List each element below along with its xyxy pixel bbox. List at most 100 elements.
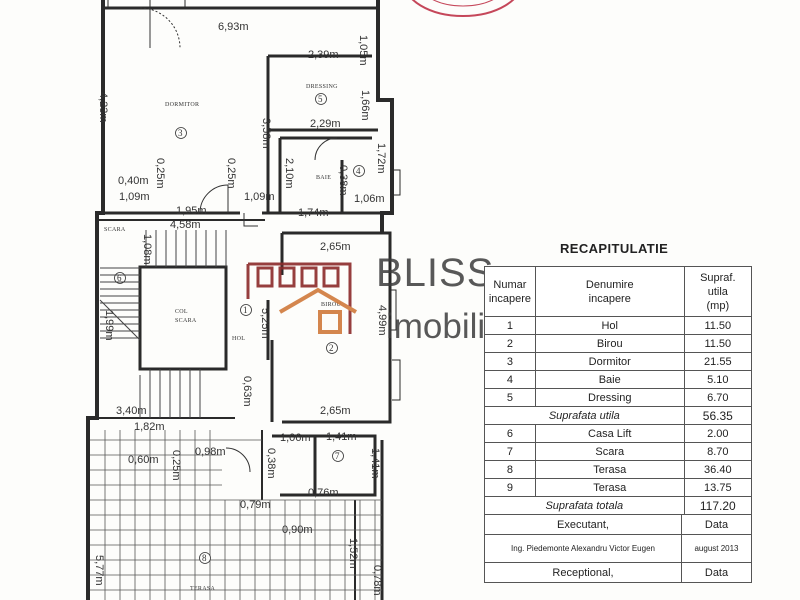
cell-area: 13.75	[683, 478, 753, 497]
useful-area-row: Suprafata utila 56.35	[484, 406, 753, 425]
cell-name: Baie	[534, 370, 685, 389]
dim-label: 0,25m	[170, 450, 182, 481]
dim-label: 1,74m	[298, 207, 329, 219]
room-name-dressing: DRESSING	[306, 84, 338, 90]
dim-label: 6,93m	[218, 21, 249, 33]
dim-label: 0,38m	[265, 448, 277, 479]
dim-label: 1,95m	[176, 205, 207, 217]
room-name-dormitor: DORMITOR	[165, 102, 199, 108]
dim-label: 0,63m	[241, 376, 253, 407]
cell-nr: 2	[484, 334, 536, 353]
cell-area: 2.00	[683, 424, 753, 443]
header-name: Denumire incapere	[534, 266, 685, 317]
room-number-hol: 1	[243, 305, 248, 315]
dimensions: 6,93m 1,05m 2,39m 4,23m 1,66m 2,29m 3,58…	[93, 21, 388, 596]
dim-label: 0,25m	[225, 158, 237, 189]
room-name-scara: SCARA	[104, 227, 126, 233]
bliss-logo-icon	[246, 262, 358, 334]
useful-area-label: Suprafata utila	[484, 406, 685, 425]
dim-label: 3,58m	[260, 118, 272, 149]
dim-label: 5,25m	[259, 308, 271, 339]
dim-label: 1,52m	[347, 538, 359, 569]
room-name-line: COL	[175, 309, 188, 315]
room-name-baie: BAIE	[316, 175, 331, 181]
walls	[86, 0, 401, 600]
official-stamp	[411, 0, 515, 17]
executant-name: Ing. Piedemonte Alexandru Victor Eugen	[484, 534, 682, 563]
room-number-birou: 2	[329, 343, 334, 353]
cell-area: 36.40	[683, 460, 753, 479]
dim-label: 0,79m	[240, 499, 271, 511]
room-number-baie: 4	[356, 166, 361, 176]
cell-area: 21.55	[683, 352, 753, 371]
table-row: 3 Dormitor 21.55	[484, 352, 753, 371]
dim-label: 2,10m	[283, 158, 295, 189]
dim-label: 0,25m	[154, 158, 166, 189]
dim-label: 1,99m	[103, 310, 115, 341]
dim-label: 0,76m	[308, 487, 339, 499]
dim-label: 0,98m	[195, 446, 226, 458]
cell-nr: 1	[484, 316, 536, 335]
dim-label: 0,90m	[282, 524, 313, 536]
cell-area: 11.50	[683, 316, 753, 335]
executant-label: Executant,	[484, 514, 682, 535]
signature-table: Executant, Data Ing. Piedemonte Alexandr…	[484, 514, 752, 583]
terrace-tiles	[90, 430, 382, 600]
header-nr: Numar incapere	[484, 266, 536, 317]
total-area-row: Suprafata totala 117.20	[484, 496, 753, 515]
room-name-hol: HOL	[232, 336, 245, 342]
room-number-circle	[175, 127, 187, 139]
cell-name: Dressing	[534, 388, 685, 407]
recap-table: Numar incapere Denumire incapere Supraf.…	[484, 266, 753, 515]
room-number-circle	[315, 93, 327, 105]
cell-name: Casa Lift	[534, 424, 685, 443]
receptional-data-label: Data	[681, 562, 752, 583]
cell-name: Hol	[534, 316, 685, 335]
dim-label: 1,08m	[141, 234, 153, 265]
dim-label: 4,99m	[376, 305, 388, 336]
recap-title: RECAPITULATIE	[560, 241, 669, 256]
dim-label: 0,78m	[371, 565, 383, 596]
dim-label: 0,60m	[128, 454, 159, 466]
table-row: 4 Baie 5.10	[484, 370, 753, 389]
cell-name: Dormitor	[534, 352, 685, 371]
dim-label: 1,66m	[359, 90, 371, 121]
dim-label: 1,09m	[119, 191, 150, 203]
cell-name: Birou	[534, 334, 685, 353]
dim-label: 5,77m	[93, 555, 105, 586]
cell-nr: 6	[484, 424, 536, 443]
header-area: Supraf. utila (mp)	[683, 266, 753, 317]
dim-label: 1,41m	[326, 431, 357, 443]
cell-area: 8.70	[683, 442, 753, 461]
cell-area: 11.50	[683, 334, 753, 353]
table-row: 6 Casa Lift 2.00	[484, 424, 753, 443]
cell-name: Terasa	[534, 460, 685, 479]
dim-label: 1,82m	[134, 421, 165, 433]
dim-label: 4,58m	[170, 219, 201, 231]
dim-label: 2,29m	[310, 118, 341, 130]
room-number-dressing: 5	[318, 94, 323, 104]
dim-label: 1,09m	[244, 191, 275, 203]
total-area-label: Suprafata totala	[484, 496, 685, 515]
room-number-circle	[332, 450, 344, 462]
watermark-brand: BLISS	[376, 251, 495, 295]
dim-label: 2,39m	[308, 49, 339, 61]
room-number-dormitor: 3	[178, 128, 183, 138]
room-number-circle	[326, 342, 338, 354]
dim-label: 2,65m	[320, 405, 351, 417]
doors	[139, 7, 338, 473]
room-number-circle	[199, 552, 211, 564]
cell-nr: 9	[484, 478, 536, 497]
cell-nr: 8	[484, 460, 536, 479]
table-row: 1 Hol 11.50	[484, 316, 753, 335]
table-header-row: Numar incapere Denumire incapere Supraf.…	[484, 266, 753, 317]
room-number-7: 7	[335, 451, 340, 461]
table-row: 2 Birou 11.50	[484, 334, 753, 353]
room-labels: DORMITOR 3 DRESSING 5 BAIE 4 SCARA 6 COL…	[104, 84, 365, 592]
executant-date: august 2013	[681, 534, 752, 563]
room-name-birou: BIROU	[321, 302, 342, 308]
room-number-circle	[114, 272, 126, 284]
table-row: 7 Scara 8.70	[484, 442, 753, 461]
